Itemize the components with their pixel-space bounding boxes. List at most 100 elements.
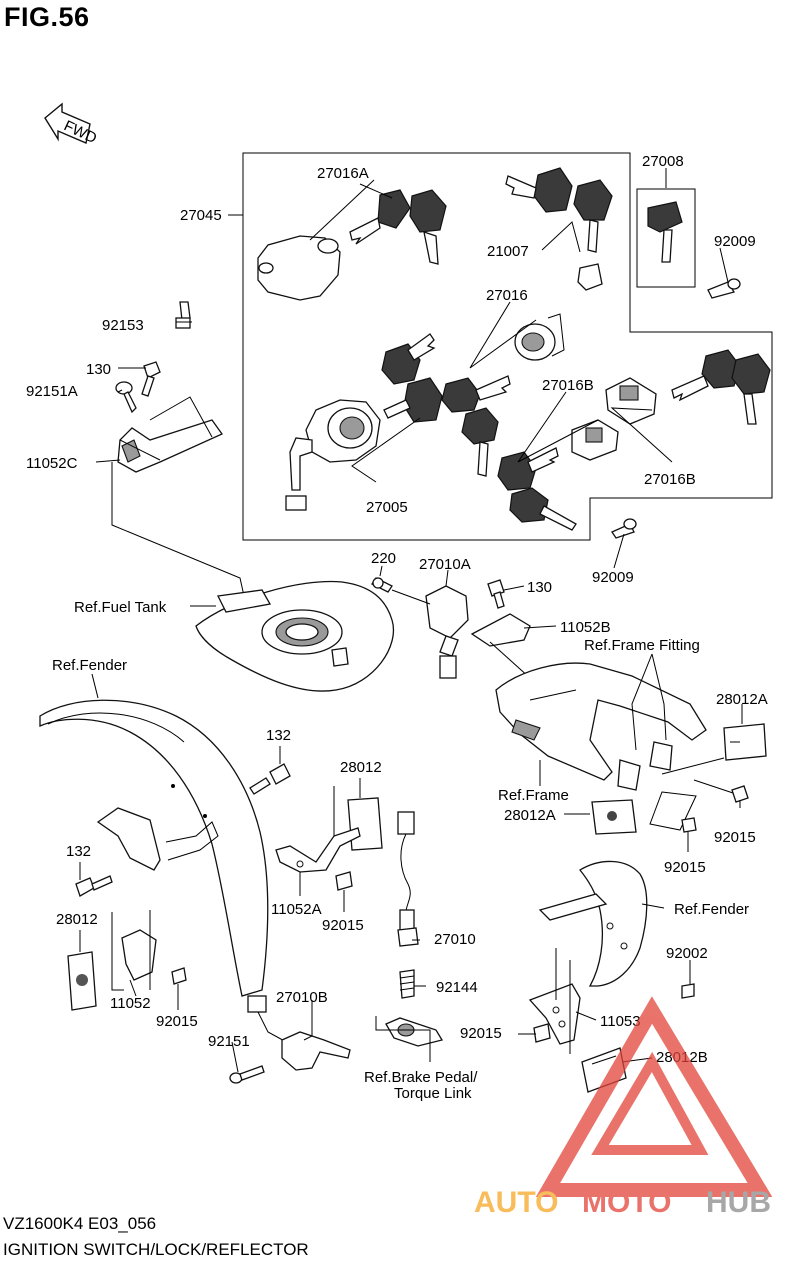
lock-27016B-right [605, 377, 657, 425]
brake-pedal-bracket [375, 1016, 444, 1062]
label-11052C: 11052C [26, 455, 78, 472]
front-fender [39, 699, 269, 997]
label-11052: 11052 [110, 995, 151, 1012]
label-92144: 92144 [436, 979, 478, 996]
lock-27016A [257, 235, 341, 301]
switch-27010A [425, 585, 469, 679]
key-pair-27016 [441, 375, 511, 477]
key-pair-27016B-left [497, 447, 577, 531]
label-132-top: 132 [266, 727, 291, 744]
label-ref-brake-pedal: Ref.Brake Pedal/ [364, 1069, 478, 1086]
label-27010: 27010 [434, 931, 476, 948]
label-130-mid: 130 [527, 579, 552, 596]
lock-27016B-left [571, 419, 619, 461]
reflector-28012A-top [723, 723, 767, 761]
figure-title: FIG.56 [4, 2, 90, 32]
label-92015-left: 92015 [156, 1013, 198, 1030]
bolt-132-top [249, 763, 291, 795]
bolt-92153 [175, 301, 191, 329]
label-27016: 27016 [486, 287, 528, 304]
key-27008 [647, 201, 683, 263]
label-11053: 11053 [600, 1013, 641, 1030]
label-ref-fuel-tank: Ref.Fuel Tank [74, 599, 167, 616]
label-11052B: 11052B [560, 619, 611, 636]
nut-92015-lower [533, 1023, 551, 1043]
key-pair-27016A [349, 189, 447, 265]
label-21007: 21007 [487, 243, 529, 260]
key-pair-27016B-right [671, 349, 771, 425]
label-27010A: 27010A [419, 556, 471, 573]
label-27016B-right: 27016B [644, 471, 696, 488]
label-28012A-bottom: 28012A [504, 807, 556, 824]
label-ref-fender-rear: Ref.Fender [674, 901, 749, 918]
label-92002: 92002 [666, 945, 708, 962]
label-27045: 27045 [180, 207, 222, 224]
bracket-11052B [470, 613, 531, 647]
watermark-hub: HUB [706, 1186, 771, 1219]
label-92009-top: 92009 [714, 233, 756, 250]
screw-92009-bottom [611, 518, 637, 539]
key-set-bracket-frame [228, 152, 773, 541]
nut-92015-mid-right [681, 817, 697, 833]
fender-mount-bracket [96, 807, 219, 871]
nut-92015-mid [335, 871, 353, 891]
nut-92002 [681, 983, 695, 999]
bracket-11052C [117, 419, 223, 473]
rear-fender [538, 860, 648, 987]
label-27016B-top: 27016B [542, 377, 594, 394]
part-labels: 27016A 27045 27008 92009 21007 27016 921… [26, 153, 768, 1102]
label-ref-fender-front: Ref.Fender [52, 657, 127, 674]
label-28012A-top: 28012A [716, 691, 768, 708]
bolt-130-mid [487, 579, 505, 609]
label-torque-link: Torque Link [394, 1085, 472, 1102]
label-27008: 27008 [642, 153, 684, 170]
label-132-left: 132 [66, 843, 91, 860]
label-11052A: 11052A [271, 901, 322, 918]
screw-92151 [229, 1065, 265, 1084]
fuel-tank [195, 580, 395, 692]
label-220: 220 [371, 550, 396, 567]
watermark-moto: MOTO [582, 1186, 671, 1219]
key-pair-27005 [381, 333, 443, 423]
bracket-11052C-callout [111, 396, 247, 606]
label-28012-mid: 28012 [340, 759, 382, 776]
label-ref-frame-fitting: Ref.Frame Fitting [584, 637, 700, 654]
label-92151: 92151 [208, 1033, 250, 1050]
figure-caption: IGNITION SWITCH/LOCK/REFLECTOR [3, 1240, 309, 1259]
reflector-28012-mid [347, 797, 383, 851]
screw-92151A [115, 381, 137, 414]
frame-fitting [495, 662, 707, 791]
bolt-220 [371, 577, 393, 593]
label-92015-rear: 92015 [664, 859, 706, 876]
label-27010B: 27010B [276, 989, 328, 1006]
lock-cylinder-21007 [577, 263, 603, 291]
switch-27010A-callouts [391, 589, 531, 679]
model-code: VZ1600K4 E03_056 [3, 1214, 157, 1233]
label-92153: 92153 [102, 317, 144, 334]
brake-switch-27010 [397, 811, 419, 947]
nut-92015-right [731, 785, 749, 803]
bracket-11052 [121, 929, 157, 981]
bolt-130-top [141, 361, 161, 397]
nut-92015-left [171, 967, 187, 985]
key-pair-21007 [505, 167, 613, 253]
label-ref-frame: Ref.Frame [498, 787, 569, 804]
fwd-arrow-icon: FWD [44, 102, 99, 147]
label-92015-mid: 92015 [322, 917, 364, 934]
watermark-logo: AUTO MOTO HUB [474, 996, 773, 1219]
label-92009-bottom: 92009 [592, 569, 634, 586]
screw-92009-top [707, 278, 741, 299]
bracket-11053 [528, 983, 581, 1045]
reflector-28012-left [67, 951, 97, 1011]
label-92151A: 92151A [26, 383, 78, 400]
spring-92144 [399, 969, 415, 999]
label-130-top: 130 [86, 361, 111, 378]
left-reflector-callouts [111, 910, 151, 991]
bracket-11052A [275, 827, 361, 873]
ignition-switch-27005 [285, 399, 381, 511]
rear-fender-callouts [555, 948, 571, 1054]
watermark-auto: AUTO [474, 1186, 558, 1219]
label-92015-lower: 92015 [460, 1025, 502, 1042]
reflector-28012A-bracket [649, 791, 697, 831]
